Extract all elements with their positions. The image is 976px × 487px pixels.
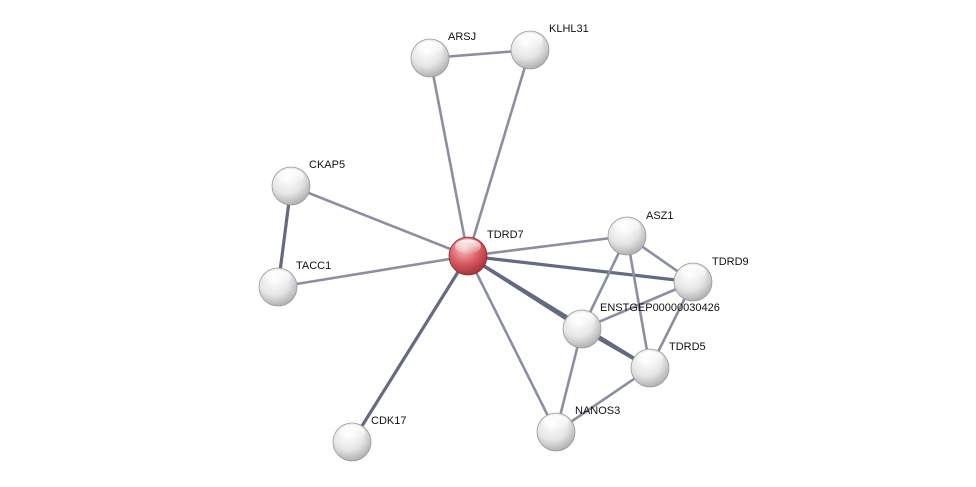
- edge-tdrd7-klhl31: [466, 48, 532, 258]
- edge-tdrd9-enstgep: [580, 280, 695, 331]
- node-shine-nanos3: [543, 415, 569, 430]
- edge-tdrd7-arsj: [428, 56, 470, 258]
- node-klhl31[interactable]: KLHL31: [510, 23, 589, 70]
- node-cdk17[interactable]: CDK17: [332, 415, 406, 462]
- node-shine-klhl31: [517, 33, 543, 48]
- node-asz1[interactable]: ASZ1: [607, 210, 674, 256]
- node-label-cdk17: CDK17: [371, 415, 406, 427]
- edge-tdrd7-nanos3: [466, 254, 558, 434]
- edge-tdrd7-ckap5: [289, 184, 470, 258]
- node-label-tdrd9: TDRD9: [712, 256, 749, 268]
- node-label-arsj: ARSJ: [448, 31, 476, 43]
- node-tdrd5[interactable]: TDRD5: [630, 341, 706, 388]
- node-label-ckap5: CKAP5: [309, 159, 345, 171]
- node-shine-tdrd9: [680, 265, 706, 280]
- node-label-enstgep: ENSTGEP00000030426: [600, 302, 720, 314]
- node-shine-asz1: [614, 219, 640, 234]
- node-shine-ckap5: [278, 169, 304, 184]
- edge-asz1-tdrd5: [625, 234, 652, 370]
- node-label-tacc1: TACC1: [296, 260, 331, 272]
- node-tdrd7[interactable]: TDRD7: [448, 229, 524, 276]
- edge-tdrd7-cdk17: [350, 254, 470, 444]
- edge-tdrd7-tdrd9: [466, 254, 695, 284]
- node-label-tdrd7: TDRD7: [487, 229, 524, 241]
- node-label-asz1: ASZ1: [646, 210, 674, 222]
- node-tdrd9[interactable]: TDRD9: [673, 256, 749, 302]
- node-enstgep[interactable]: ENSTGEP00000030426: [562, 302, 720, 349]
- node-shine-tacc1: [265, 270, 291, 285]
- node-shine-arsj: [417, 41, 443, 56]
- node-label-klhl31: KLHL31: [549, 23, 589, 35]
- edge-tdrd7-tacc1: [276, 254, 470, 289]
- node-nanos3[interactable]: NANOS3: [536, 405, 620, 452]
- node-shine-tdrd7: [455, 239, 481, 254]
- node-label-nanos3: NANOS3: [575, 405, 620, 417]
- node-shine-cdk17: [339, 425, 365, 440]
- node-ckap5[interactable]: CKAP5: [271, 159, 345, 206]
- node-shine-enstgep: [569, 312, 595, 327]
- node-label-tdrd5: TDRD5: [669, 341, 706, 353]
- node-tacc1[interactable]: TACC1: [258, 260, 331, 307]
- node-arsj[interactable]: ARSJ: [410, 31, 476, 78]
- node-shine-tdrd5: [637, 351, 663, 366]
- edge-tdrd7-asz1: [466, 234, 629, 258]
